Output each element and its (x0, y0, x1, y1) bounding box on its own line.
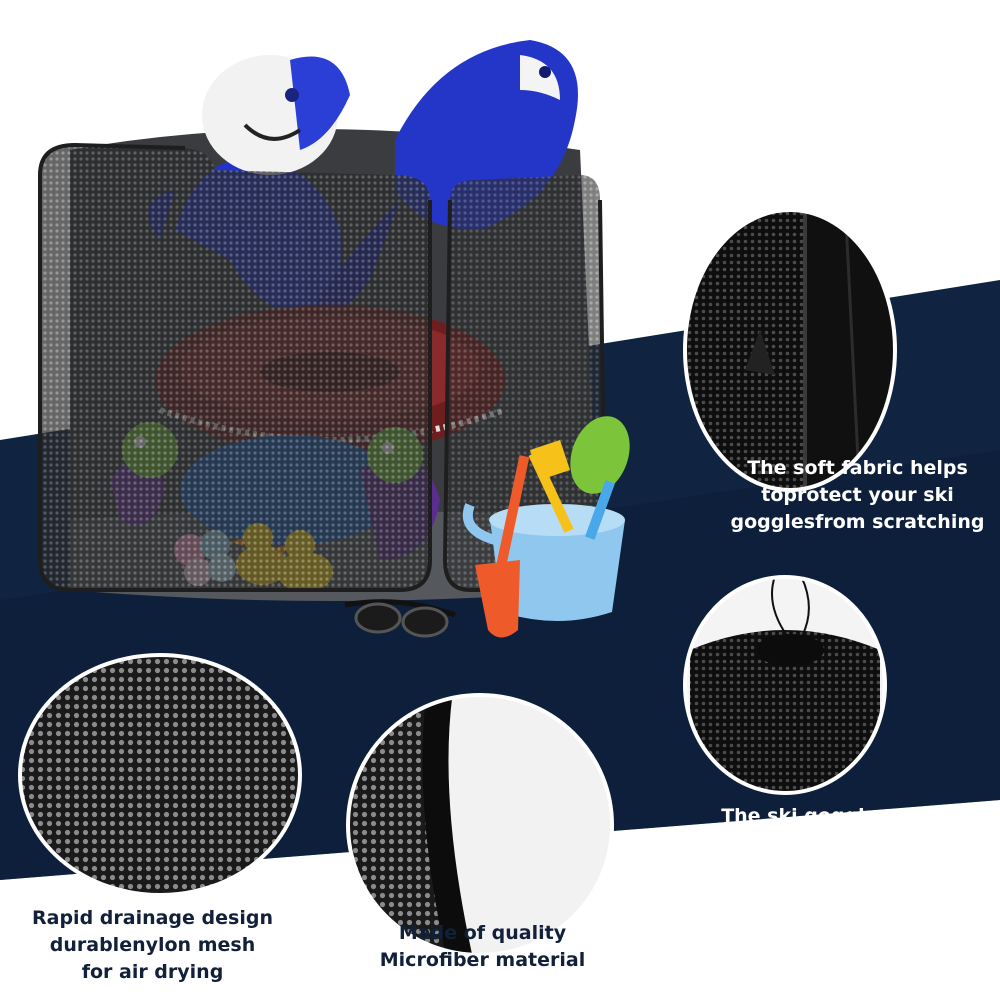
mesh-panel-left (40, 145, 430, 590)
detail-circle-drawstring (683, 575, 887, 795)
caption-soft-fabric: The soft fabric helps toprotect your ski… (730, 457, 985, 533)
caption-material: Made of quality Microfiber material (379, 922, 586, 971)
caption-drawstring: The ski goggles bagcome with matchingnyl… (698, 805, 912, 908)
detail-circle-zipper (683, 208, 897, 492)
mesh-panel-right (445, 175, 605, 590)
sand-bucket-set (462, 416, 630, 638)
mesh-hamper (38, 40, 608, 601)
detail-circle-mesh (18, 653, 302, 897)
detail-circle-edge (346, 693, 614, 957)
caption-drainage: Rapid drainage design durablenylon mesh … (32, 907, 273, 983)
swim-goggles (344, 599, 456, 638)
